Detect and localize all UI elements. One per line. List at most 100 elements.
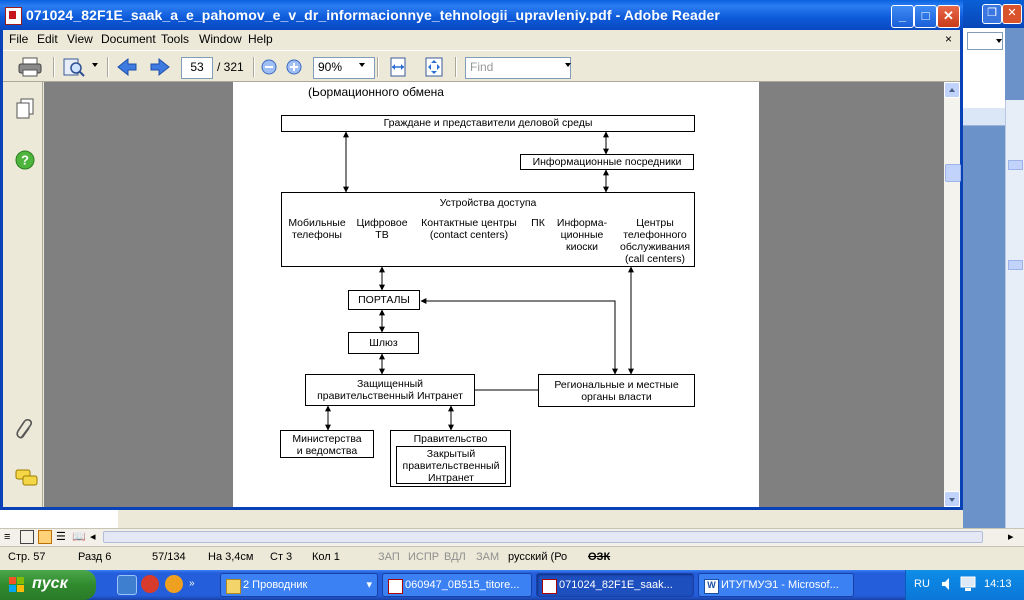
- scroll-up-button[interactable]: [944, 82, 960, 98]
- opera-icon[interactable]: [141, 575, 159, 593]
- toolbar: 53 / 321 90% Find: [3, 50, 960, 82]
- chevron-down-icon: [949, 498, 955, 502]
- next-page-icon[interactable]: [149, 56, 171, 78]
- page-number-input[interactable]: 53: [181, 57, 213, 79]
- scroll-left-icon[interactable]: ◂: [90, 531, 96, 543]
- task-explorer[interactable]: 2 Проводник ▾: [220, 573, 378, 597]
- pdf-icon: [542, 579, 557, 594]
- folder-icon: [226, 579, 241, 594]
- navigation-pane: ?: [3, 82, 43, 507]
- help-icon[interactable]: ?: [15, 150, 35, 170]
- fit-width-icon[interactable]: [387, 56, 409, 78]
- quicklaunch-app-icon[interactable]: [165, 575, 183, 593]
- task-label: ИТУГМУЭ1 - Microsof...: [721, 579, 839, 591]
- menu-help[interactable]: Help: [248, 32, 273, 46]
- document-view[interactable]: (Ьормационного обмена Граждане и предста…: [44, 82, 945, 507]
- menu-file[interactable]: File: [9, 32, 29, 46]
- clock: 14:13: [984, 578, 1012, 590]
- close-button[interactable]: ✕: [937, 5, 960, 28]
- menu-view[interactable]: View: [67, 32, 93, 46]
- access-item-digital-tv: Цифровое ТВ: [356, 217, 408, 241]
- menu-document[interactable]: Document: [101, 32, 156, 46]
- toolbar-separator: [107, 57, 109, 77]
- minimize-button[interactable]: _: [891, 5, 914, 28]
- box-access-devices: Устройства доступа Мобильные телефоны Ци…: [281, 192, 695, 267]
- language-indicator[interactable]: RU: [914, 578, 930, 590]
- status-track[interactable]: ИСПР: [408, 551, 440, 563]
- word-restore-button[interactable]: ❐: [982, 4, 1002, 24]
- fit-page-icon[interactable]: [423, 56, 445, 78]
- maximize-button[interactable]: □: [914, 5, 937, 28]
- word-window-controls: ❐ ✕: [960, 4, 1022, 24]
- scroll-down-button[interactable]: [944, 491, 960, 507]
- web-view-icon[interactable]: [20, 530, 34, 544]
- sound-icon[interactable]: [940, 576, 956, 592]
- word-icon: W: [704, 579, 719, 594]
- adobe-titlebar[interactable]: 071024_82F1E_saak_a_e_pahomov_e_v_dr_inf…: [0, 0, 963, 30]
- access-devices-title: Устройства доступа: [439, 197, 537, 209]
- zoom-in-icon[interactable]: [285, 56, 303, 78]
- status-column: Кол 1: [312, 551, 340, 563]
- zoom-select[interactable]: 90%: [313, 57, 375, 79]
- start-button[interactable]: пуск: [0, 570, 96, 600]
- word-close-button[interactable]: ✕: [1002, 4, 1022, 24]
- government-label: Правительство: [413, 433, 488, 445]
- status-record[interactable]: ЗАП: [378, 551, 400, 563]
- windows-logo-icon: [9, 577, 24, 592]
- menu-edit[interactable]: Edit: [37, 32, 58, 46]
- task-word[interactable]: W ИТУГМУЭ1 - Microsof...: [698, 573, 854, 597]
- word-toolbar-fragment: [963, 28, 1005, 108]
- horizontal-scroll-track[interactable]: [103, 531, 983, 543]
- print-icon[interactable]: [17, 56, 43, 78]
- toolbar-separator: [377, 57, 379, 77]
- chevron-right-icon[interactable]: »: [189, 578, 195, 589]
- network-icon[interactable]: [960, 576, 978, 592]
- print-view-icon[interactable]: [38, 530, 52, 544]
- reading-view-icon[interactable]: 📖: [72, 531, 86, 543]
- scroll-right-icon[interactable]: ▸: [1008, 531, 1014, 543]
- access-item-mobile: Мобильные телефоны: [288, 217, 346, 241]
- scroll-marker: [1008, 260, 1023, 270]
- menu-window[interactable]: Window: [199, 32, 242, 46]
- box-gateway: Шлюз: [348, 332, 419, 354]
- attachment-icon[interactable]: [15, 418, 35, 442]
- toolbar-separator: [253, 57, 255, 77]
- window-title: 071024_82F1E_saak_a_e_pahomov_e_v_dr_inf…: [26, 7, 720, 23]
- task-pdf-2[interactable]: 071024_82F1E_saak...: [536, 573, 694, 597]
- chevron-down-icon[interactable]: [565, 63, 571, 67]
- pages-icon[interactable]: [15, 98, 35, 120]
- task-pdf-1[interactable]: 060947_0B515_titore...: [382, 573, 532, 597]
- zoom-out-icon[interactable]: [260, 56, 278, 78]
- document-close-icon[interactable]: ×: [944, 32, 952, 46]
- status-pages: 57/134: [152, 551, 186, 563]
- normal-view-icon[interactable]: ≡: [4, 531, 11, 543]
- toolbar-separator: [455, 57, 457, 77]
- status-line: Ст 3: [270, 551, 293, 563]
- chevron-down-icon[interactable]: [92, 63, 98, 67]
- show-desktop-icon[interactable]: [117, 575, 137, 595]
- scroll-thumb[interactable]: [945, 164, 961, 182]
- outline-view-icon[interactable]: ☰: [56, 531, 66, 543]
- chevron-down-icon: [996, 39, 1002, 43]
- diagram-header-fragment: (Ьормационного обмена: [308, 85, 444, 99]
- menu-bar: File Edit View Document Tools Window Hel…: [3, 30, 960, 50]
- status-extend[interactable]: ВДЛ: [444, 551, 466, 563]
- status-overtype[interactable]: ЗАМ: [476, 551, 500, 563]
- word-combo[interactable]: [967, 32, 1003, 50]
- comments-icon[interactable]: [15, 468, 39, 488]
- start-label: пуск: [32, 575, 68, 592]
- find-input[interactable]: Find: [465, 57, 571, 79]
- chevron-down-icon[interactable]: [359, 63, 365, 67]
- system-tray: RU 14:13: [905, 570, 1024, 600]
- pdf-app-icon: [5, 7, 22, 25]
- previous-page-icon[interactable]: [116, 56, 138, 78]
- spellcheck-icon[interactable]: ОЗК: [588, 551, 611, 563]
- menu-tools[interactable]: Tools: [161, 32, 190, 46]
- vertical-scrollbar[interactable]: [944, 82, 961, 507]
- toolbar-separator: [53, 57, 55, 77]
- search-document-icon[interactable]: [61, 56, 87, 78]
- box-closed-intranet: Закрытый правительственный Интранет: [396, 446, 506, 484]
- status-position: На 3,4см: [208, 551, 254, 563]
- word-vertical-scrollbar[interactable]: [1005, 100, 1024, 530]
- scroll-thumb[interactable]: [1008, 160, 1023, 170]
